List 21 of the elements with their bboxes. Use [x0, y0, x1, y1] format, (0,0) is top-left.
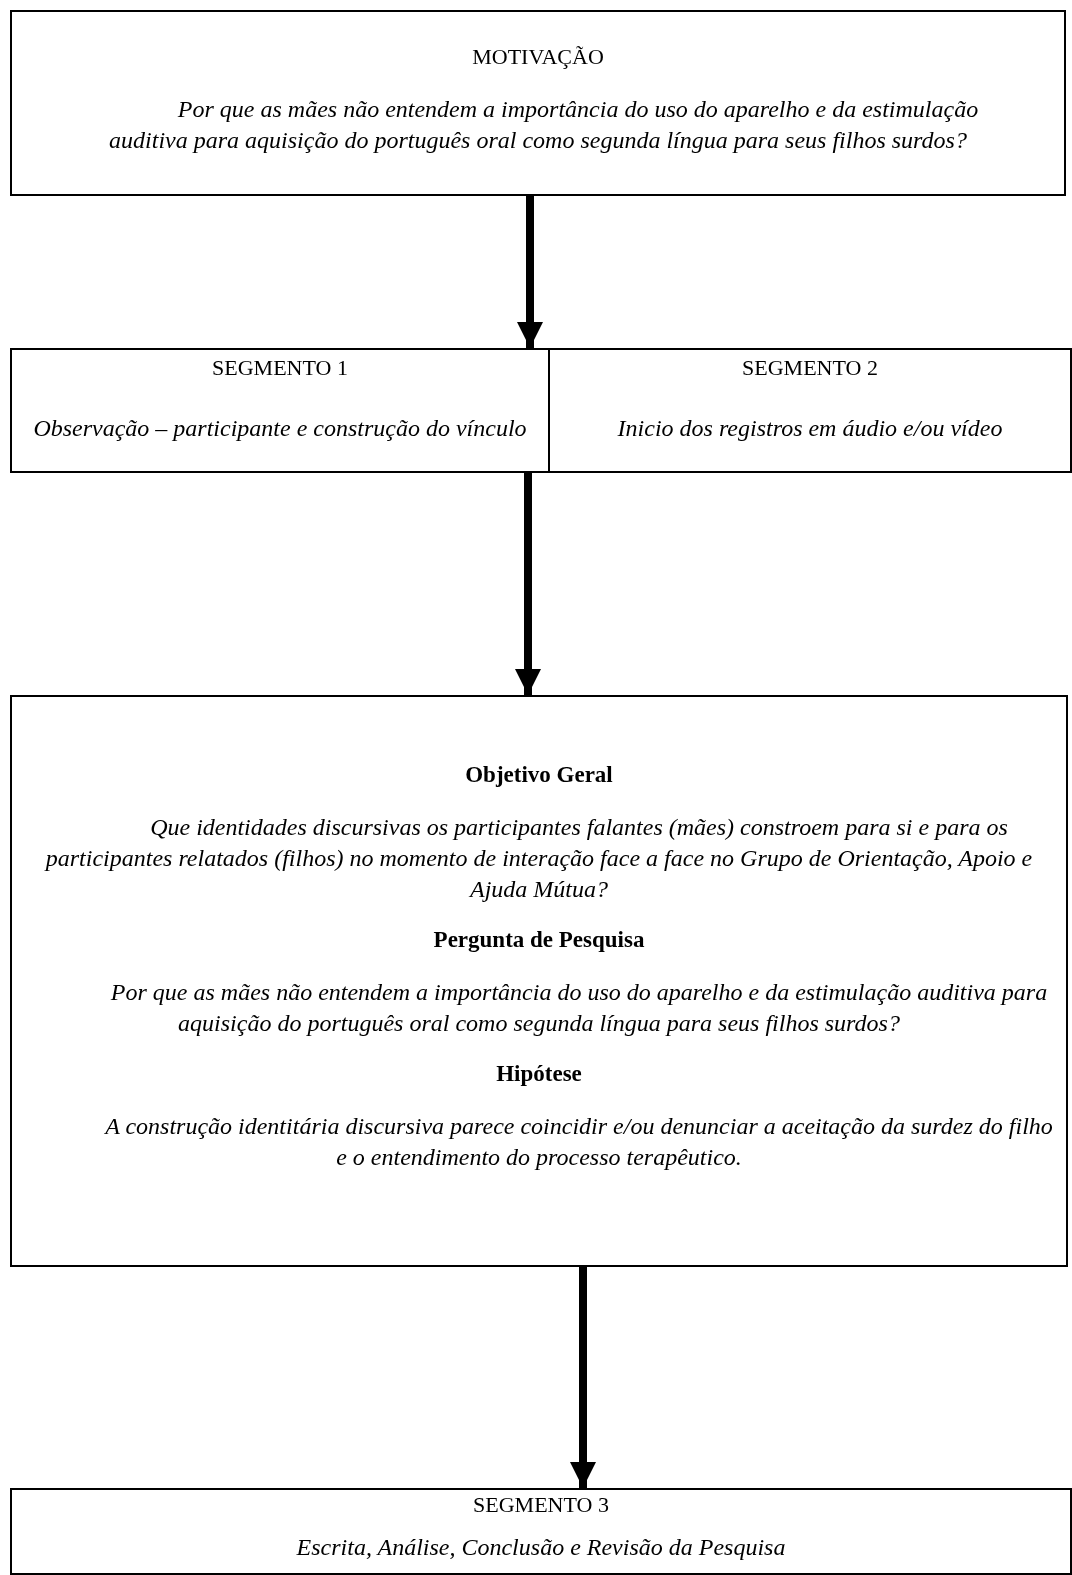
- description-text: Escrita, Análise, Conclusão e Revisão da Pesquisa: [295, 1533, 787, 1562]
- section-heading: Hipótese: [495, 1060, 583, 1088]
- section-heading: Pergunta de Pesquisa: [432, 926, 646, 954]
- segments-table: [10, 348, 1072, 473]
- segment-title: SEGMENTO 3: [472, 1491, 610, 1519]
- paragraph-text: Por que as mães não entendem a importância do uso do aparelho e da estimulação auditiva para aquisição do português oral como segunda língua para seus filhos surdos?: [109, 978, 1049, 1038]
- paragraph-text: A construção identitária discursiva parece coincidir e/ou denunciar a aceitação da surdez do filho e o entendimento do processo terapêutico.: [103, 1112, 1054, 1172]
- description-text: Observação – participante e construção do vínculo: [32, 414, 528, 443]
- motivation-box: [10, 10, 1066, 196]
- paragraph-text: Por que as mães não entendem a importância do uso do aparelho e da estimulação auditiva para aquisição do português oral como segunda língua para seus filhos surdos?: [108, 95, 980, 155]
- segment-box: [10, 1488, 1072, 1575]
- segment-title: SEGMENTO 1: [211, 354, 349, 382]
- description-text: Inicio dos registros em áudio e/ou vídeo: [616, 414, 1004, 443]
- segment-title: SEGMENTO 2: [741, 354, 879, 382]
- segment-title: MOTIVAÇÃO: [471, 43, 605, 71]
- arrow: [515, 473, 541, 695]
- section-heading: Objetivo Geral: [464, 761, 614, 789]
- arrow: [570, 1267, 596, 1488]
- objectives-box: [10, 695, 1068, 1267]
- arrow: [517, 196, 543, 348]
- paragraph-text: Que identidades discursivas os participantes falantes (mães) constroem para si e para os participantes relatados (filhos) no momento de interação face a face no Grupo de Orientação, Apoio e Ajuda Mútua?: [43, 813, 1034, 904]
